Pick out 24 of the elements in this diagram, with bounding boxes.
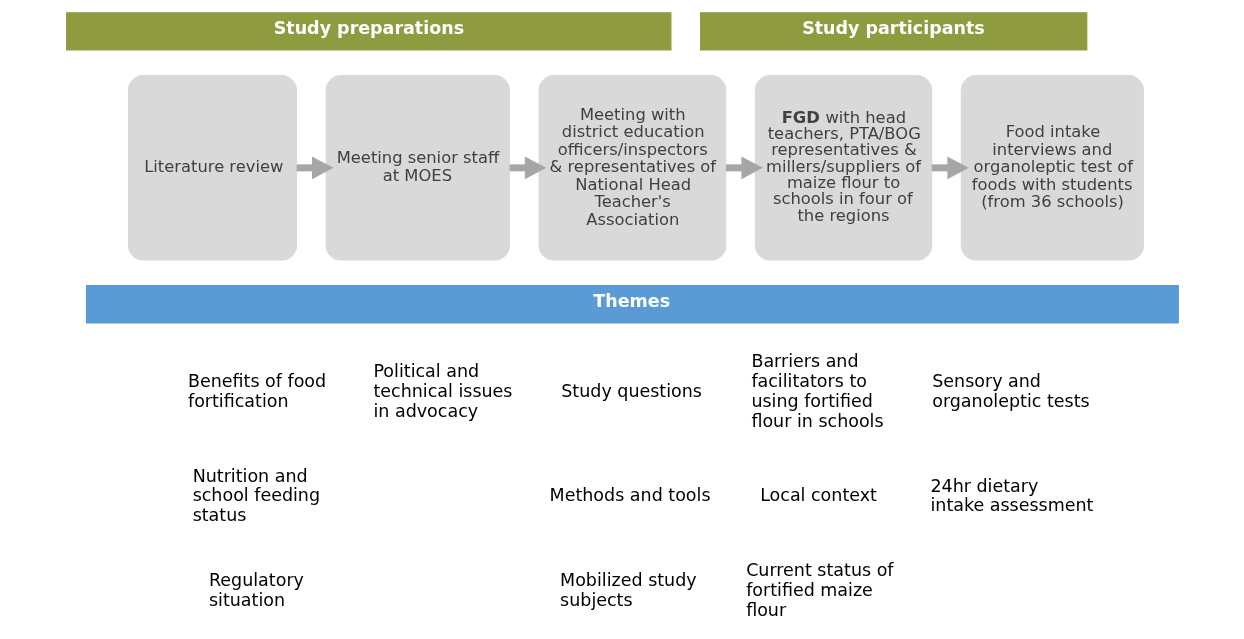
node-box: Food intake interviews and organoleptic test of foods with students (from 36 schools) bbox=[960, 75, 1144, 261]
label: Barriers and facilitators to using fortified flour in schools bbox=[750, 351, 884, 431]
label: Sensory and organoleptic tests bbox=[931, 371, 1090, 411]
arrow bbox=[725, 156, 763, 180]
arrow bbox=[296, 156, 334, 180]
label: Nutrition and school feeding status bbox=[192, 465, 320, 526]
arrow bbox=[509, 156, 546, 180]
node-box: Study preparations bbox=[65, 12, 671, 51]
label: Benefits of food fortification bbox=[187, 371, 326, 411]
arrow bbox=[931, 156, 969, 180]
label: Current status of fortified maize flour bbox=[745, 560, 894, 620]
label: Regulatory situation bbox=[208, 570, 304, 610]
node-box: Themes bbox=[85, 285, 1179, 324]
label: Mobilized study subjects bbox=[559, 570, 697, 610]
label: 24hr dietary intake assessment bbox=[929, 475, 1093, 516]
node-box: FGD with head teachers, PTA/BOG representatives & millers/suppliers of maize flour to schools in four of the regions bbox=[754, 75, 932, 261]
label: Study questions bbox=[560, 381, 702, 402]
node-box: Literature review bbox=[127, 75, 297, 261]
node-box: Study participants bbox=[699, 12, 1087, 51]
node-box: Meeting senior staff at MOES bbox=[325, 75, 510, 261]
label: Local context bbox=[759, 485, 877, 506]
label: Methods and tools bbox=[549, 485, 711, 506]
node-box: Meeting with district education officers/inspectors & representatives of National Head Teacher's Association bbox=[538, 75, 726, 261]
label: Political and technical issues in advocacy bbox=[372, 361, 512, 421]
